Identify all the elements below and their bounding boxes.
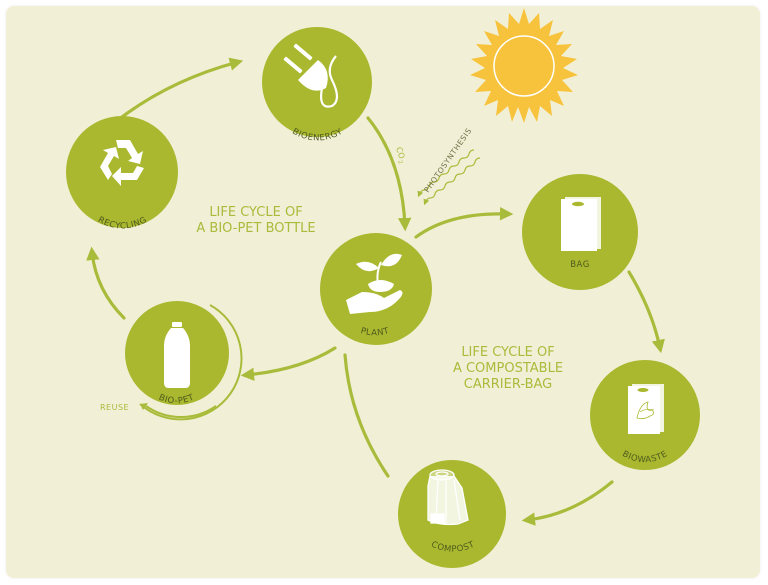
node-compost: COMPOST	[398, 460, 506, 568]
node-label-bag: BAG	[570, 260, 590, 270]
arrow-bag-to-biowaste	[627, 270, 665, 354]
node-biopet: BIO-PET REUSE	[100, 301, 243, 421]
node-bag: BAG	[522, 174, 638, 290]
photosynthesis-label: PHOTOSYNTHESIS	[422, 126, 473, 194]
arrow-plant-to-biopet	[240, 346, 337, 381]
arrow-biopet-to-recycling	[86, 246, 126, 320]
photosynthesis-arrows	[417, 149, 481, 206]
arrow-recycling-to-bioenergy	[116, 57, 244, 122]
node-label-plant: PLANT	[359, 326, 390, 338]
bottle-icon	[164, 322, 190, 388]
compost-bin-icon	[427, 469, 469, 526]
plug-icon	[283, 43, 339, 108]
node-label-compost: COMPOST	[430, 540, 477, 555]
title-bag-line3: CARRIER-BAG	[464, 377, 552, 392]
reuse-label: REUSE	[100, 403, 129, 412]
title-compostable-bag: LIFE CYCLE OF A COMPOSTABLE CARRIER-BAG	[453, 345, 563, 392]
sprout-in-hand-icon	[346, 253, 403, 314]
title-bio-pet-bottle: LIFE CYCLE OF A BIO-PET BOTTLE	[196, 205, 315, 236]
node-biowaste: BIOWASTE	[590, 360, 700, 470]
arrow-plant-to-bag	[414, 207, 514, 239]
node-bioenergy: BIOENERGY	[262, 27, 372, 143]
title-bottle-line2: A BIO-PET BOTTLE	[196, 221, 315, 236]
bag-icon	[561, 197, 601, 251]
title-bag-line1: LIFE CYCLE OF	[461, 345, 554, 360]
title-bag-line2: A COMPOSTABLE	[453, 361, 563, 376]
node-label-biopet: BIO-PET	[157, 393, 196, 407]
svg-text:2: 2	[396, 160, 403, 165]
arrow-biowaste-to-compost	[521, 480, 614, 526]
recycle-icon	[100, 140, 144, 186]
sun-icon	[470, 8, 578, 123]
title-bottle-line1: LIFE CYCLE OF	[209, 205, 302, 220]
node-plant: PLANT	[320, 233, 432, 345]
arrow-bioenergy-to-plant	[366, 116, 412, 232]
node-recycling: RECYCLING	[66, 116, 178, 231]
bag-with-peel-icon	[628, 384, 664, 434]
reuse-ring	[139, 304, 243, 421]
node-label-biowaste: BIOWASTE	[620, 449, 669, 465]
svg-text:CO: CO	[394, 146, 406, 160]
arrows	[86, 57, 665, 526]
arrow-compost-to-plant	[343, 353, 390, 478]
co2-label: CO 2	[394, 146, 406, 165]
